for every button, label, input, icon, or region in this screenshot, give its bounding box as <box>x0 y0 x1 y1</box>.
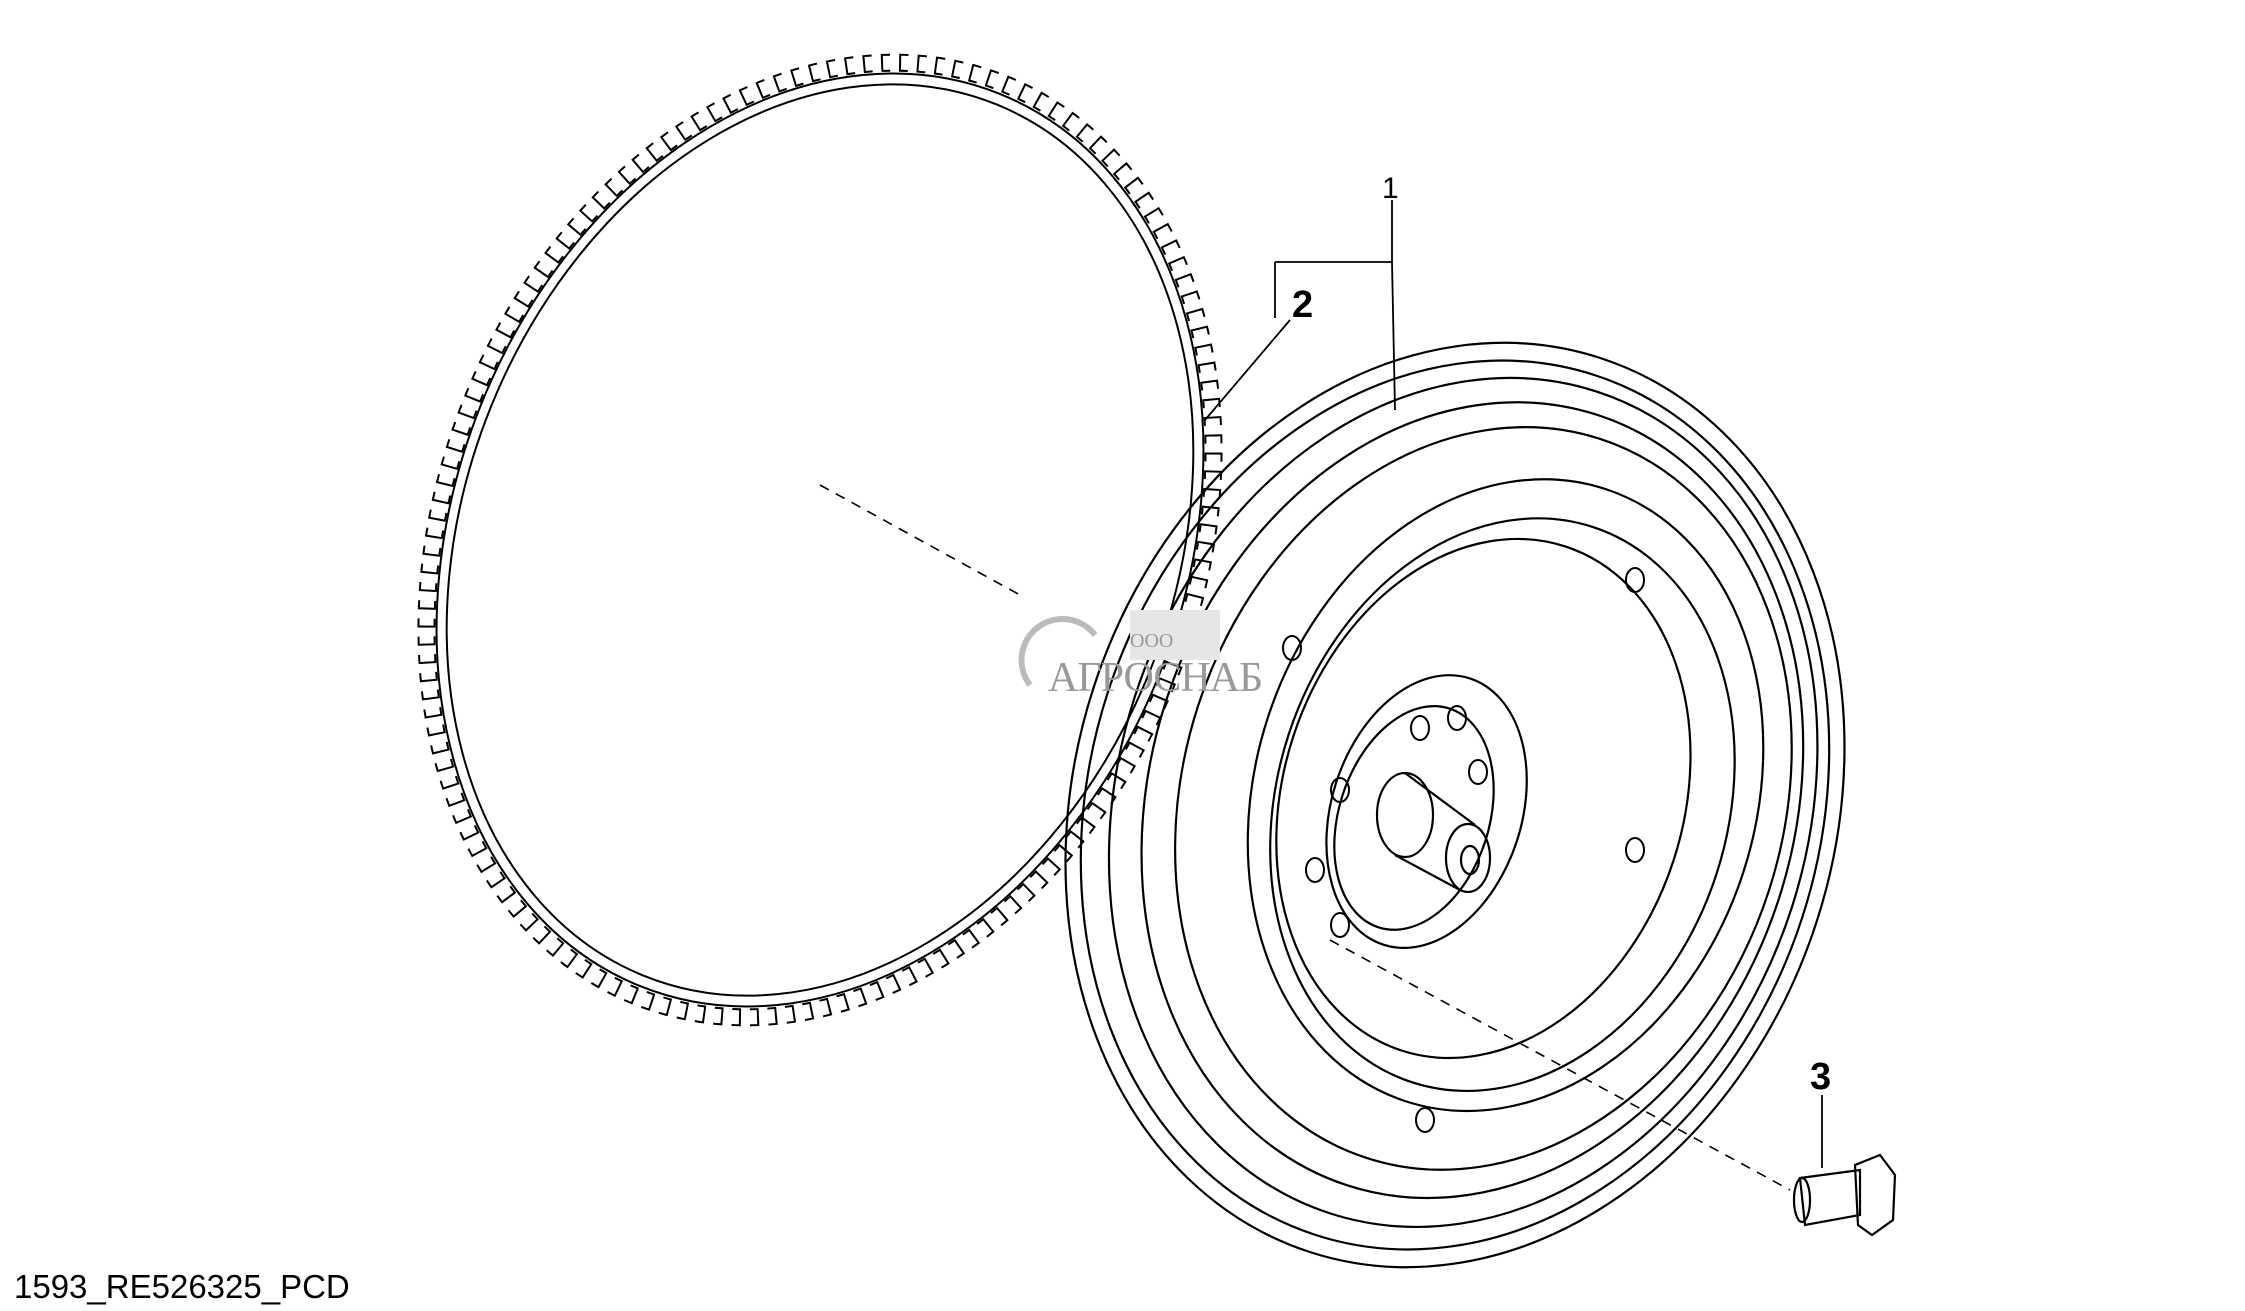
bolt <box>1792 1153 1897 1237</box>
ring-gear <box>417 53 1223 1027</box>
flywheel <box>1064 341 1846 1269</box>
flywheel-holes <box>1282 567 1645 1133</box>
leader-lines <box>1204 200 1823 1168</box>
callout-3: 3 <box>1810 1056 1832 1098</box>
watermark-prefix: ООО <box>1130 630 1174 652</box>
pilot-shaft <box>1375 771 1492 894</box>
watermark-logo: ООО АГРОСНАБ <box>1010 590 1263 715</box>
watermark-name: АГРОСНАБ <box>1048 655 1263 701</box>
callout-1: 1 <box>1382 172 1399 205</box>
diagram-caption: 1593_RE526325_PCD <box>14 1268 350 1305</box>
center-axis <box>819 484 1791 1191</box>
callout-2: 2 <box>1292 284 1314 326</box>
